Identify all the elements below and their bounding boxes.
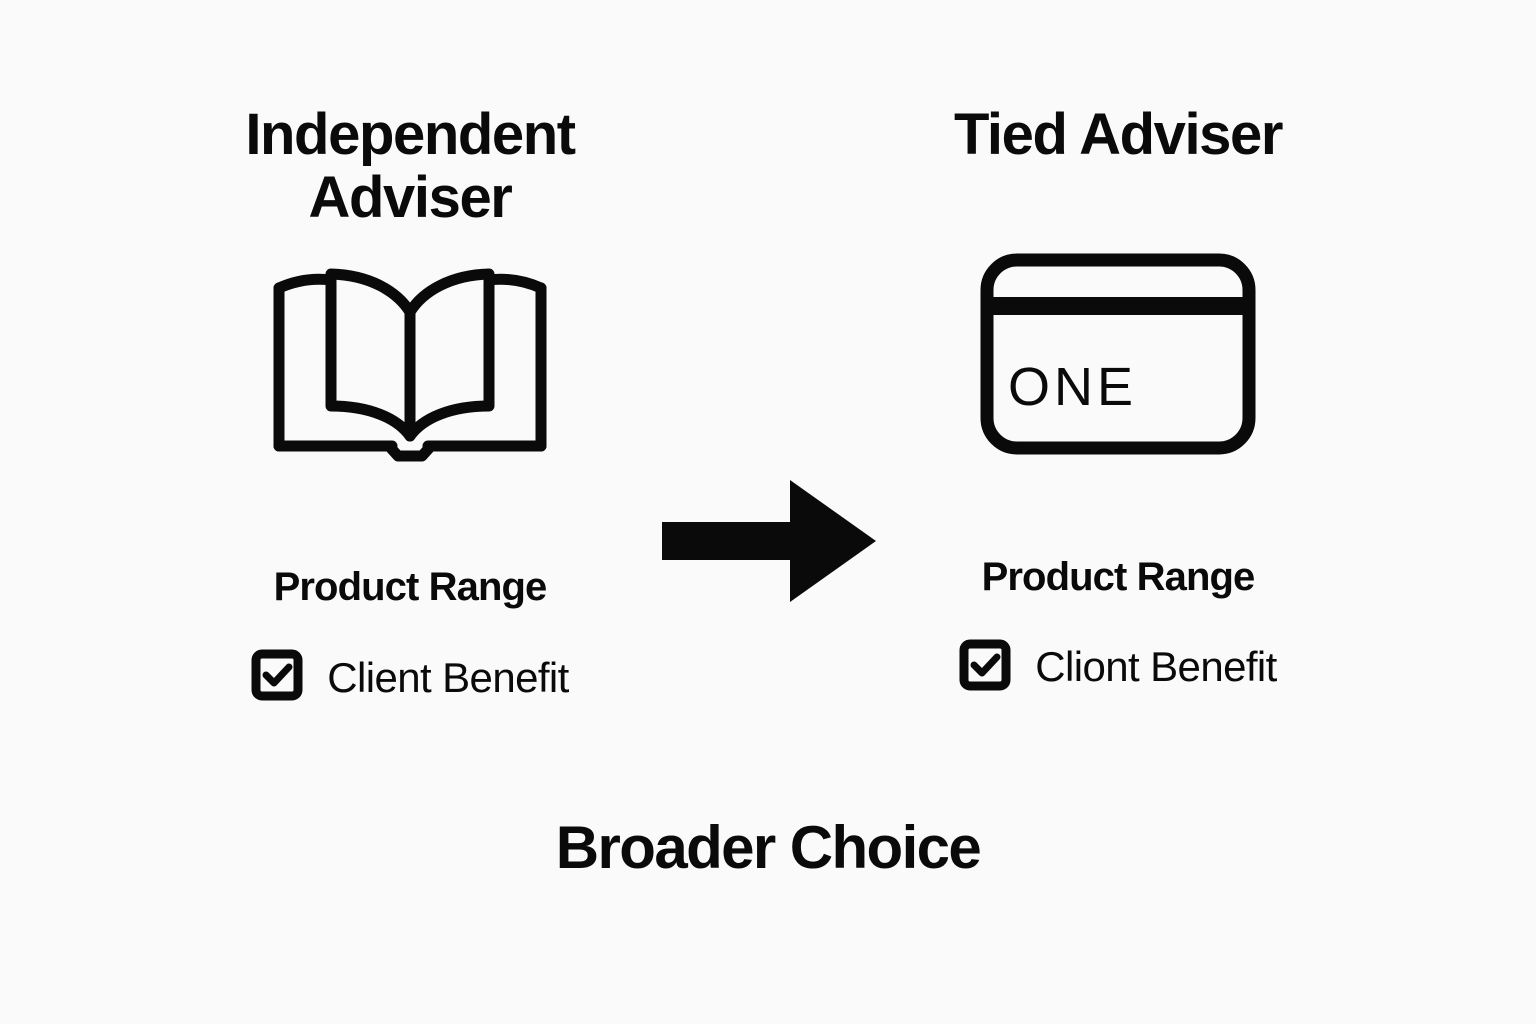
open-book-icon xyxy=(245,239,575,489)
card-one-text: ONE xyxy=(1008,357,1137,417)
independent-adviser-panel: Independent Adviser Product Range xyxy=(130,102,690,706)
checkbox-checked-icon[interactable] xyxy=(251,649,303,706)
tied-adviser-title: Tied Adviser xyxy=(953,102,1284,167)
left-client-benefit-label: Client Benefit xyxy=(327,653,569,701)
right-arrow-icon xyxy=(662,478,876,604)
right-client-benefit-label: Cliont Benefit xyxy=(1035,643,1277,691)
payment-card-icon: ONE xyxy=(968,229,1268,479)
independent-adviser-title: Independent Adviser xyxy=(245,102,576,230)
tied-adviser-panel: Tied Adviser ONE Product Range Cliont Be… xyxy=(838,102,1398,696)
left-client-benefit-row[interactable]: Client Benefit xyxy=(251,649,569,706)
broader-choice-caption: Broader Choice xyxy=(555,814,982,881)
checkbox-checked-icon[interactable] xyxy=(959,639,1011,696)
left-product-range-heading: Product Range xyxy=(273,565,548,610)
right-product-range-heading: Product Range xyxy=(981,554,1256,599)
right-client-benefit-row[interactable]: Cliont Benefit xyxy=(959,639,1277,696)
